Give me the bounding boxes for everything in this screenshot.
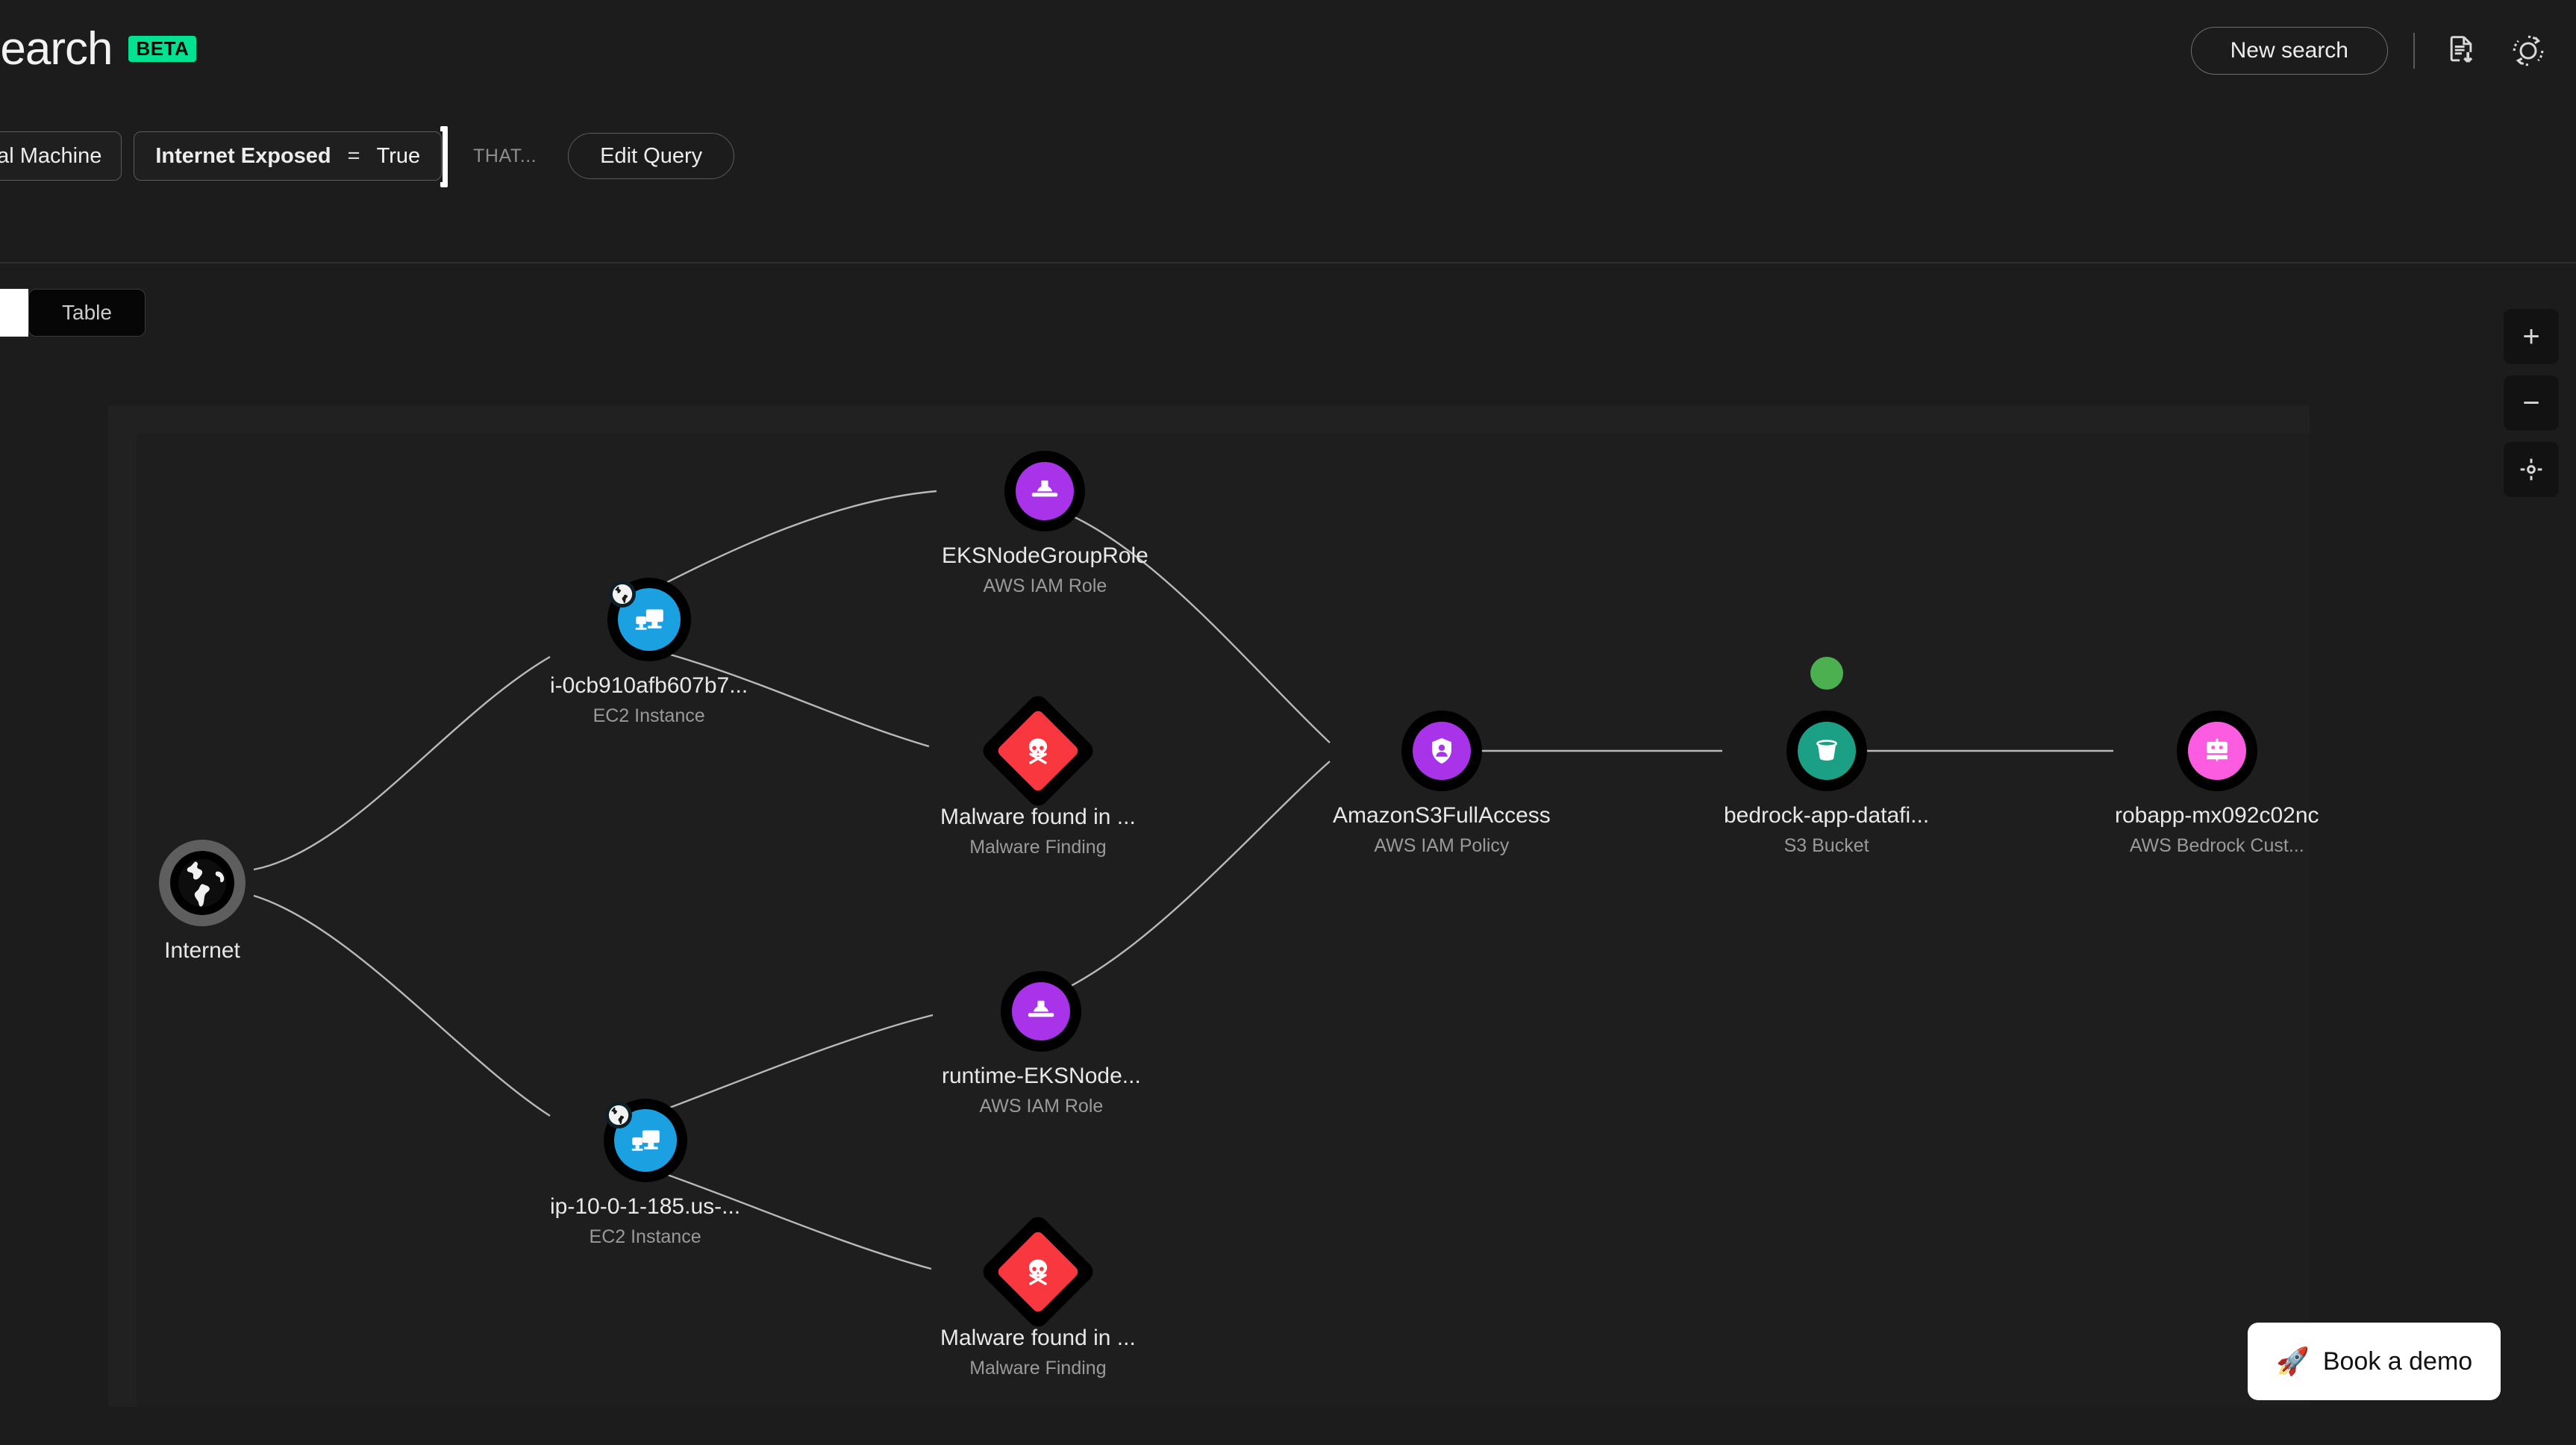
node-label: Malware found in ...: [940, 1326, 1136, 1350]
node-label: Malware found in ...: [940, 805, 1136, 829]
graph-node-malware-top[interactable]: Malware found in ... Malware Finding: [940, 691, 1136, 858]
selection-bracket-icon: [440, 126, 448, 187]
filter-operator: =: [347, 143, 360, 168]
header-divider: [2413, 33, 2415, 69]
graph-node-malware-bottom[interactable]: Malware found in ... Malware Finding: [940, 1212, 1136, 1379]
query-bar: Virtual Machine Internet Exposed = True …: [0, 126, 735, 187]
internet-exposed-badge-icon: [608, 581, 636, 608]
node-ring: [1786, 711, 1867, 791]
node-sublabel: AWS IAM Policy: [1374, 835, 1510, 856]
node-label: robapp-mx092c02nc: [2115, 803, 2319, 828]
node-ring: [607, 578, 691, 661]
shield-user-icon: [1412, 722, 1471, 780]
graph-canvas[interactable]: [137, 434, 2310, 1407]
node-sublabel: EC2 Instance: [589, 1226, 701, 1247]
graph-node-s3-bucket[interactable]: bedrock-app-datafi... S3 Bucket: [1724, 657, 1930, 857]
edit-query-button[interactable]: Edit Query: [568, 133, 735, 179]
robot-icon: [2187, 722, 2246, 780]
bucket-icon: [1797, 722, 1856, 780]
book-a-demo-button[interactable]: 🚀 Book a demo: [2248, 1323, 2501, 1400]
skull-icon: [995, 708, 1081, 793]
node-label: AmazonS3FullAccess: [1333, 803, 1551, 828]
node-ring: [603, 1099, 687, 1182]
page-title-text: Search: [0, 23, 113, 75]
node-ring: [1401, 711, 1482, 791]
tab-table[interactable]: Table: [28, 289, 146, 337]
node-sublabel: Malware Finding: [969, 1358, 1107, 1379]
node-ring: [1004, 451, 1086, 531]
node-sublabel: AWS Bedrock Cust...: [2129, 835, 2304, 856]
status-badge: [1810, 657, 1843, 690]
internet-exposed-badge-icon: [604, 1102, 632, 1129]
view-tabs: Table: [0, 289, 146, 337]
recenter-button[interactable]: [2504, 442, 2559, 497]
node-label: Internet: [164, 938, 240, 963]
hardhat-icon: [1016, 462, 1075, 520]
header-actions: New search: [2190, 27, 2549, 75]
graph-node-runtime-eksnode[interactable]: runtime-EKSNode... AWS IAM Role: [942, 971, 1141, 1117]
globe-icon: [170, 851, 234, 915]
rocket-icon: 🚀: [2276, 1346, 2310, 1376]
node-label: ip-10-0-1-185.us-...: [550, 1194, 741, 1219]
graph-node-ec2-top[interactable]: i-0cb910afb607b7... EC2 Instance: [550, 578, 748, 727]
graph-node-ec2-bottom[interactable]: ip-10-0-1-185.us-... EC2 Instance: [550, 1099, 740, 1248]
node-ring: [978, 1212, 1098, 1332]
tab-graph[interactable]: [0, 289, 28, 337]
beta-badge: BETA: [128, 36, 197, 62]
node-ring: [978, 691, 1098, 811]
zoom-controls: + −: [2504, 309, 2559, 497]
zoom-out-button[interactable]: −: [2504, 375, 2559, 431]
document-download-icon[interactable]: [2440, 30, 2482, 72]
hardhat-icon: [1012, 982, 1071, 1040]
filter-value: True: [376, 143, 421, 168]
node-label: i-0cb910afb607b7...: [550, 673, 748, 698]
node-sublabel: Malware Finding: [969, 837, 1107, 858]
graph-node-eksnodegrouprole[interactable]: EKSNodeGroupRole AWS IAM Role: [942, 451, 1148, 597]
node-sublabel: AWS IAM Role: [979, 1096, 1104, 1117]
entity-type-pill[interactable]: Virtual Machine: [0, 131, 122, 181]
node-sublabel: AWS IAM Role: [983, 575, 1107, 596]
refresh-circle-icon[interactable]: [2507, 30, 2549, 72]
node-diamond: [978, 691, 1098, 811]
book-a-demo-label: Book a demo: [2322, 1346, 2473, 1376]
app-header: Search BETA New search: [0, 0, 2576, 112]
query-connector-label: THAT...: [473, 145, 537, 166]
graph-node-internet[interactable]: Internet: [159, 840, 246, 964]
filter-pill-internet-exposed[interactable]: Internet Exposed = True: [134, 126, 448, 187]
tab-strip-divider: [0, 262, 2576, 263]
skull-icon: [995, 1229, 1081, 1314]
node-ring: [1001, 971, 1082, 1052]
filter-key: Internet Exposed: [155, 143, 331, 168]
node-label: runtime-EKSNode...: [942, 1064, 1141, 1088]
graph-node-bedrock-custom-model[interactable]: robapp-mx092c02nc AWS Bedrock Cust...: [2115, 711, 2319, 857]
zoom-in-button[interactable]: +: [2504, 309, 2559, 364]
node-diamond: [978, 1212, 1098, 1332]
node-sublabel: S3 Bucket: [1783, 835, 1869, 856]
node-sublabel: EC2 Instance: [593, 705, 705, 726]
page-title: Search BETA: [0, 22, 197, 75]
node-label: bedrock-app-datafi...: [1724, 803, 1930, 828]
graph-node-amazons3fullaccess[interactable]: AmazonS3FullAccess AWS IAM Policy: [1333, 711, 1551, 857]
node-label: EKSNodeGroupRole: [942, 543, 1148, 568]
node-ring: [159, 840, 246, 926]
node-ring: [2176, 711, 2257, 791]
new-search-button[interactable]: New search: [2190, 27, 2388, 75]
